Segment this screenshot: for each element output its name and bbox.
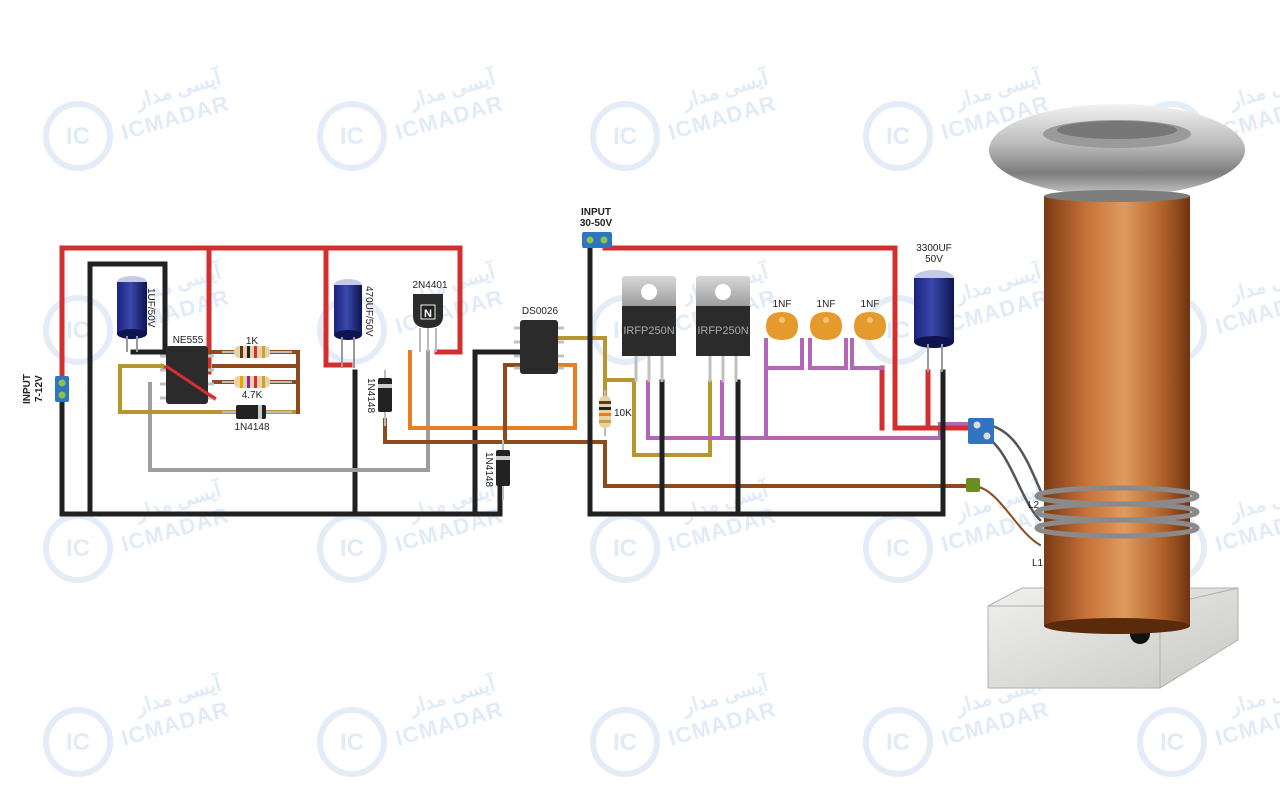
terminal-high [582,232,612,248]
resistor-4k7 [222,376,292,388]
label-mosfet2: IRFP250N [697,325,748,337]
wire-brown-ds [503,363,520,444]
label-c2: 1NF [817,299,836,310]
label-cap1: 1UF/50V [145,288,156,328]
wire-red-top [59,245,463,381]
transistor-2n4401: N [413,294,443,352]
labels: INPUT 7-12V INPUT 30-50V 1UF/50V NE555 1… [22,207,1044,569]
label-c3: 1NF [861,299,880,310]
label-d3: 1N4148 [483,452,494,487]
watermark-badge: IC [340,729,364,756]
ic-ds0026 [514,320,564,374]
watermark-badge: IC [613,729,637,756]
watermark-badge: IC [886,317,910,344]
terminal-low [55,376,69,402]
label-coil-l1: L1 [1032,558,1044,569]
label-input-high: INPUT [581,207,611,218]
watermark-badge: IC [1160,729,1184,756]
label-r2: 4.7K [242,390,263,401]
label-r3: 10K [614,408,632,419]
wire-black-hv [587,245,946,517]
label-driver: DS0026 [522,306,559,317]
wire-red-hv [602,245,978,431]
wires [59,245,1047,547]
watermark-badge: IC [66,729,90,756]
diode-1n4148-a [222,405,292,419]
mosfet-2 [696,276,750,382]
mosfet-1 [622,276,676,382]
label-c1: 1NF [773,299,792,310]
resistor-10k [599,390,611,436]
label-coil-l2: L2 [1028,500,1040,511]
wire-orange [408,350,577,430]
wire-black-1uf [87,261,168,517]
label-mosfet1: IRFP250N [623,325,674,337]
watermark-badge: IC [886,729,910,756]
wire-l2-lead [983,422,1047,502]
watermark-badge: IC [340,123,364,150]
wire-brown-out [383,418,972,488]
label-transistor: 2N4401 [412,280,447,291]
label-d2: 1N4148 [365,378,376,413]
watermark-badge: IC [340,535,364,562]
diode-1n4148-b [378,370,392,426]
resistor-1k [222,346,292,358]
label-input-high-range: 30-50V [580,218,613,229]
diode-1n4148-c [496,440,510,500]
wire-purple [646,380,977,440]
svg-text:N: N [424,308,432,320]
label-input-low-range: 7-12V [34,375,45,402]
label-cap3-v: 50V [925,254,943,265]
capacitor-1nf-3 [854,312,886,340]
watermark-badge: IC [613,535,637,562]
terminal-coil [966,418,994,492]
label-cap3: 3300UF [916,243,952,254]
label-timer: NE555 [173,335,204,346]
wire-gold-mos [603,378,712,457]
capacitor-470uf [334,279,362,368]
watermark-badge: IC [66,535,90,562]
tesla-coil [987,104,1245,689]
wire-l1-lead [973,484,1042,547]
label-cap2: 470UF/50V [363,286,374,337]
wire-black-ds [472,349,521,517]
watermark-badge: IC [886,535,910,562]
watermark-badge: IC [66,317,90,344]
watermark-badge: IC [886,123,910,150]
label-r1: 1K [246,336,259,347]
capacitor-1uf [117,276,147,352]
wire-1nf-link [764,338,884,370]
capacitor-1nf-1 [766,312,798,340]
capacitor-3300uf [914,270,954,372]
watermark-badge: IC [66,123,90,150]
watermark-badge: IC [613,123,637,150]
ic-ne555 [160,346,215,404]
wire-gray [148,350,430,472]
capacitor-1nf-2 [810,312,842,340]
label-d1: 1N4148 [234,422,269,433]
label-input-low: INPUT [22,374,33,404]
